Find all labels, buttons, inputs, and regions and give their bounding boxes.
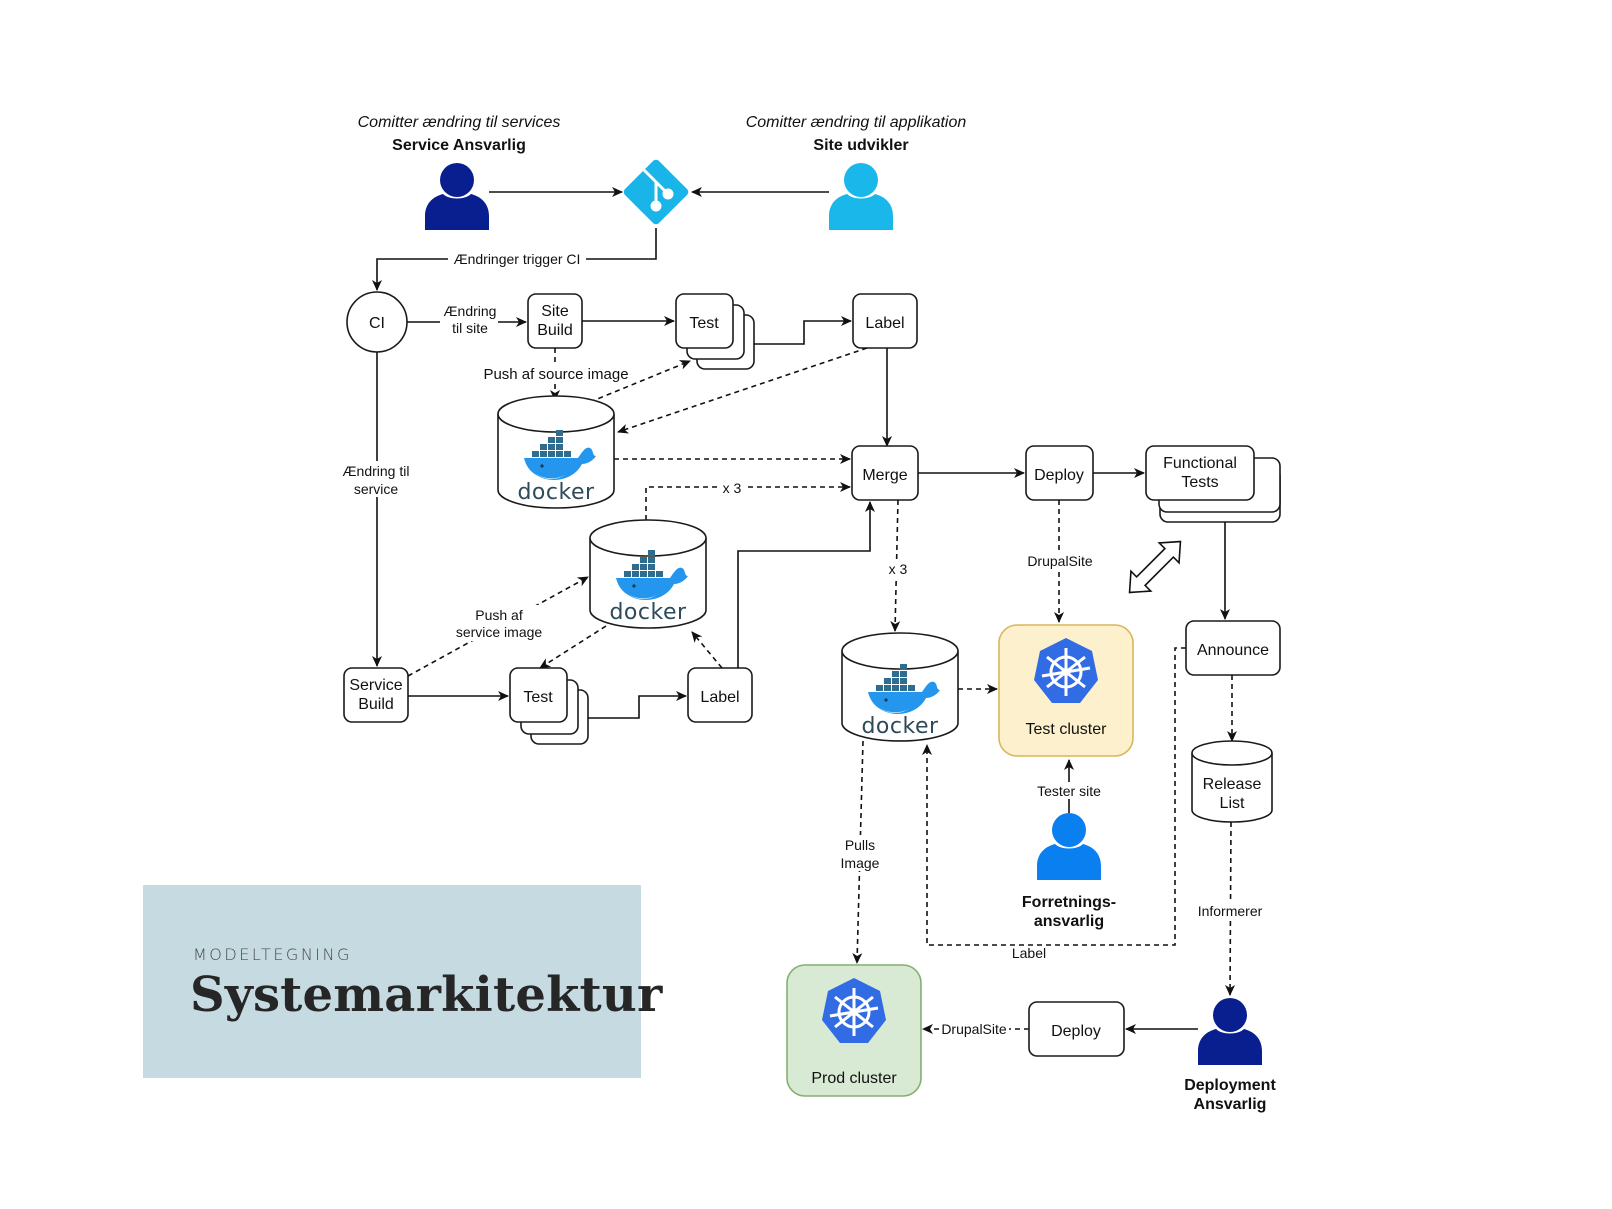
svg-text:List: List	[1220, 795, 1245, 812]
business-owner-name-2: ansvarlig	[1034, 913, 1104, 930]
service-owner-person-icon	[425, 163, 489, 230]
edge-test-to-label-bottom	[588, 691, 687, 719]
svg-text:Test cluster: Test cluster	[1026, 721, 1108, 738]
business-owner-person-icon	[1037, 813, 1101, 880]
svg-text:Site: Site	[541, 303, 569, 320]
label-drupalsite-top: DrupalSite	[1027, 553, 1093, 569]
label-push-service-1: Push af	[475, 607, 523, 623]
service-owner-name: Service Ansvarlig	[392, 137, 526, 154]
label-drupalsite-bottom: DrupalSite	[941, 1021, 1007, 1037]
svg-text:Merge: Merge	[862, 467, 907, 484]
deploy-top-node: Deploy	[1025, 445, 1094, 501]
edge-label-to-docker	[617, 347, 868, 434]
site-developer-name: Site udvikler	[813, 137, 908, 154]
announce-node: Announce	[1185, 620, 1281, 676]
site-developer-person-icon	[829, 163, 893, 230]
double-arrow-icon	[1128, 540, 1182, 594]
label-change-site-2: til site	[452, 320, 488, 336]
release-list-node: Release List	[1191, 740, 1273, 823]
site-build-node: Site Build	[527, 293, 583, 349]
edge-docker-service-to-test	[539, 625, 607, 669]
svg-text:Functional: Functional	[1163, 455, 1237, 472]
business-owner-name-1: Forretnings-	[1022, 894, 1116, 911]
merge-node: Merge	[851, 445, 919, 501]
svg-text:Tests: Tests	[1181, 474, 1218, 491]
svg-text:docker: docker	[517, 480, 595, 505]
edge-release-list-to-deployment-owner	[1225, 821, 1236, 996]
edge-label-bottom-to-merge	[737, 501, 875, 668]
svg-text:Build: Build	[358, 696, 394, 713]
label-label-loop: Label	[1012, 945, 1046, 961]
label-pulls-image-2: Image	[841, 855, 880, 871]
label-change-site-1: Ændring	[444, 303, 497, 319]
label-tester-site: Tester site	[1037, 783, 1101, 799]
title-eyebrow: MODELTEGNING	[193, 945, 352, 964]
edge-announce-label-to-docker-release	[922, 647, 1186, 946]
deploy-bottom-node: Deploy	[1028, 1001, 1125, 1057]
edge-docker-to-test-top	[589, 360, 691, 403]
test-top-node: Test	[675, 293, 755, 370]
docker-registry-site: docker	[497, 395, 615, 509]
svg-text:Deploy: Deploy	[1051, 1023, 1101, 1040]
deployment-owner-name-1: Deployment	[1184, 1077, 1276, 1094]
edge-label-bottom-to-docker-service	[691, 631, 723, 669]
label-change-service-1: Ændring til	[343, 463, 410, 479]
svg-text:Label: Label	[865, 315, 904, 332]
edge-test-to-label-top	[754, 316, 852, 345]
deployment-owner-name-2: Ansvarlig	[1194, 1096, 1267, 1113]
label-trigger-ci: Ændringer trigger CI	[454, 251, 581, 267]
functional-tests-node: Functional Tests	[1145, 445, 1281, 523]
label-top-node: Label	[852, 293, 918, 349]
svg-text:Announce: Announce	[1197, 642, 1269, 659]
prod-cluster-node: Prod cluster	[786, 964, 922, 1097]
label-push-source-image: Push af source image	[483, 366, 628, 383]
edge-docker-service-to-merge	[645, 482, 851, 520]
label-push-service-2: service image	[456, 624, 543, 640]
svg-text:docker: docker	[861, 714, 939, 739]
docker-registry-release: docker	[841, 632, 959, 742]
label-change-service-2: service	[354, 481, 399, 497]
svg-text:CI: CI	[369, 315, 385, 332]
ci-node: CI	[346, 291, 408, 353]
title-card: MODELTEGNING Systemarkitektur	[143, 885, 662, 1078]
service-owner-caption: Comitter ændring til services	[358, 114, 561, 131]
docker-registry-service: docker	[589, 519, 707, 629]
svg-text:Test: Test	[689, 315, 719, 332]
svg-text:Label: Label	[700, 689, 739, 706]
page-title: Systemarkitektur	[190, 967, 663, 1023]
test-cluster-node: Test cluster	[998, 624, 1134, 757]
svg-text:Prod cluster: Prod cluster	[811, 1070, 897, 1087]
svg-text:Service: Service	[349, 677, 402, 694]
label-times3-a: x 3	[723, 480, 742, 496]
label-informerer: Informerer	[1198, 903, 1263, 919]
svg-text:Build: Build	[537, 322, 573, 339]
svg-text:Deploy: Deploy	[1034, 467, 1084, 484]
site-developer-caption: Comitter ændring til applikation	[746, 114, 967, 131]
label-times3-b: x 3	[889, 561, 908, 577]
label-pulls-image-1: Pulls	[845, 837, 875, 853]
test-bottom-node: Test	[509, 667, 589, 745]
svg-text:Test: Test	[523, 689, 553, 706]
deployment-owner-person-icon	[1198, 998, 1262, 1065]
svg-text:Release: Release	[1203, 776, 1262, 793]
svg-text:docker: docker	[609, 600, 687, 625]
label-bottom-node: Label	[687, 667, 753, 723]
service-build-node: Service Build	[343, 667, 409, 723]
git-icon	[623, 159, 689, 225]
